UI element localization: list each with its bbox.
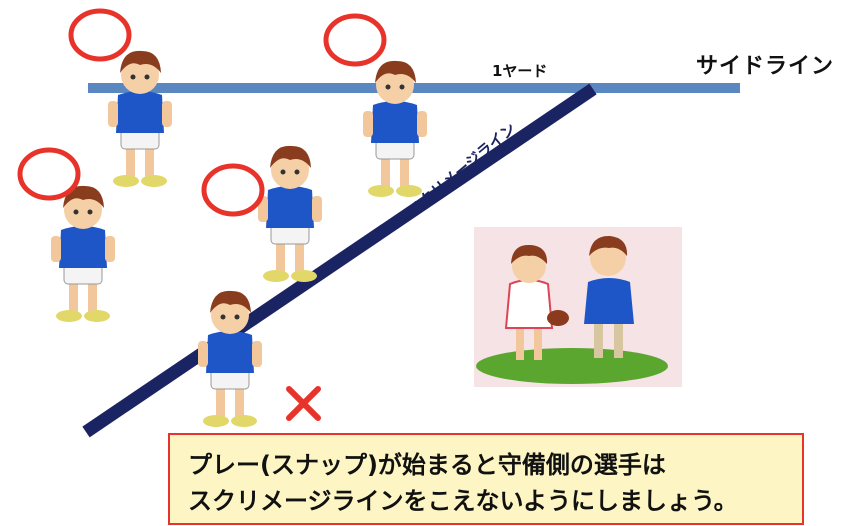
player-figure (257, 145, 323, 283)
scrimmage-line (82, 83, 597, 438)
sideline-label: サイドライン (696, 54, 835, 79)
player-figure (197, 290, 263, 428)
ok-circle-marker (68, 8, 132, 62)
player-figure (50, 185, 116, 323)
ng-cross-marker (286, 386, 321, 421)
ok-circle-marker (323, 13, 387, 67)
ok-circle-marker (17, 147, 81, 201)
instruction-line-1: プレー(スナップ)が始まると守備側の選手は (188, 451, 666, 479)
ok-circle-marker (201, 163, 265, 217)
instruction-line-2: スクリメージラインをこえないようにしましょう。 (188, 487, 738, 515)
instruction-note: プレー(スナップ)が始まると守備側の選手は スクリメージラインをこえないようにし… (168, 433, 804, 525)
yard-label: 1ヤード (492, 62, 548, 80)
player-figure (107, 50, 173, 188)
player-figure (362, 60, 428, 198)
flag-football-illustration (474, 227, 682, 387)
